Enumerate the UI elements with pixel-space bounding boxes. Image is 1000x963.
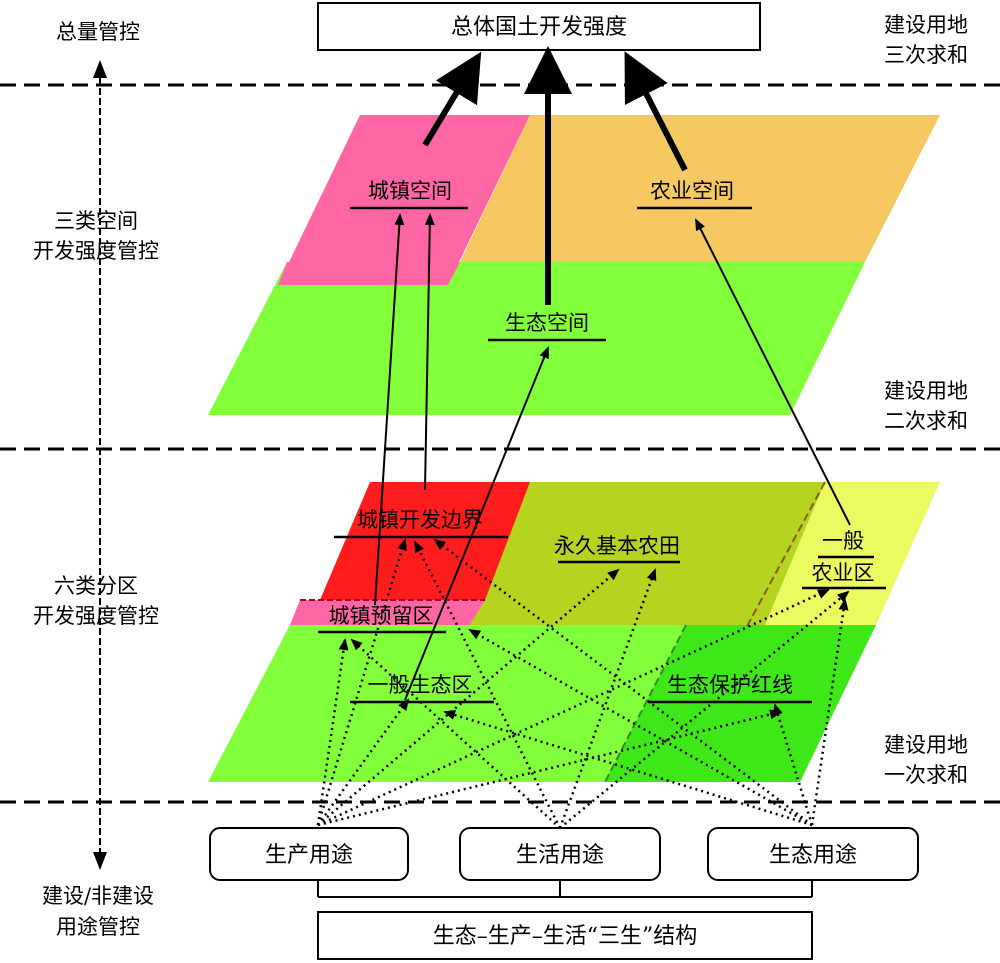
left-label-total: 总量管控	[56, 20, 140, 44]
left-label-use-1: 建设/非建设	[42, 884, 154, 908]
bottom-box: 生态–生产–生活“三生”结构	[317, 911, 813, 960]
right-label-sum2-2: 二次求和	[884, 409, 968, 433]
label-urban-space: 城镇空间	[368, 179, 452, 203]
label-eco-redline: 生态保护红线	[667, 673, 793, 697]
urban-space-region	[278, 115, 530, 285]
production-label: 生产用途	[265, 843, 353, 868]
left-label-three-space-2: 开发强度管控	[33, 239, 159, 263]
right-label-sum2-1: 建设用地	[884, 379, 968, 403]
six-zone-layer	[208, 481, 940, 783]
eco-space-notch	[278, 262, 460, 285]
right-label-sum1-1: 建设用地	[884, 733, 968, 757]
top-box: 总体国土开发强度	[317, 2, 761, 51]
production-box	[209, 827, 409, 881]
right-labels: 建设用地 三次求和 建设用地 二次求和 建设用地 一次求和	[884, 13, 968, 787]
farmland-divider	[744, 481, 826, 631]
three-space-labels: 城镇空间 农业空间 生态空间	[350, 179, 752, 342]
arrow-urban-to-top	[422, 51, 482, 147]
right-label-sum1-2: 一次求和	[884, 763, 968, 787]
right-label-sum3-1: 建设用地	[884, 13, 968, 37]
arrow-agri-to-top	[624, 51, 688, 172]
label-urban-reserve: 城镇预留区	[329, 604, 434, 628]
thin-arrows	[374, 213, 851, 701]
urban-boundary-region	[320, 482, 530, 600]
label-eco-space: 生态空间	[505, 311, 589, 335]
label-urban-boundary: 城镇开发边界	[357, 508, 483, 532]
top-box-label: 总体国土开发强度	[451, 15, 627, 40]
left-labels: 总量管控 三类空间 开发强度管控 六类分区 开发强度管控 建设/非建设 用途管控	[33, 20, 159, 939]
left-label-three-space-1: 三类空间	[54, 209, 138, 233]
eco-redline-divider	[604, 624, 687, 783]
three-space-layer	[208, 115, 940, 415]
left-label-six-zone-2: 开发强度管控	[33, 604, 159, 628]
ecology-label: 生态用途	[769, 843, 857, 868]
eco-space-region	[208, 262, 865, 415]
label-general-eco: 一般生态区	[368, 673, 473, 697]
eco-redline-region	[605, 625, 876, 782]
use-bracket	[317, 880, 813, 898]
label-general-agri-1: 一般	[822, 529, 864, 553]
bottom-box-label: 生态–生产–生活“三生”结构	[433, 924, 698, 949]
right-label-sum3-2: 三次求和	[884, 43, 968, 67]
label-farmland: 永久基本农田	[554, 534, 680, 558]
general-eco-region	[208, 625, 686, 782]
bold-arrows	[422, 46, 688, 305]
living-label: 生活用途	[516, 843, 604, 868]
farmland-region	[470, 482, 825, 625]
six-zone-labels: 城镇开发边界 永久基本农田 一般 农业区 城镇预留区 一般生态区 生态保护红线	[318, 508, 886, 704]
label-agri-space: 农业空间	[650, 179, 734, 203]
agri-space-region	[460, 115, 940, 262]
dotted-arrows	[316, 538, 850, 829]
label-general-agri-2: 农业区	[812, 561, 875, 585]
left-vertical-arrow	[93, 60, 107, 870]
use-boxes: 生产用途 生活用途 生态用途	[209, 827, 919, 881]
left-label-six-zone-1: 六类分区	[54, 574, 138, 598]
left-label-use-2: 用途管控	[56, 915, 140, 939]
